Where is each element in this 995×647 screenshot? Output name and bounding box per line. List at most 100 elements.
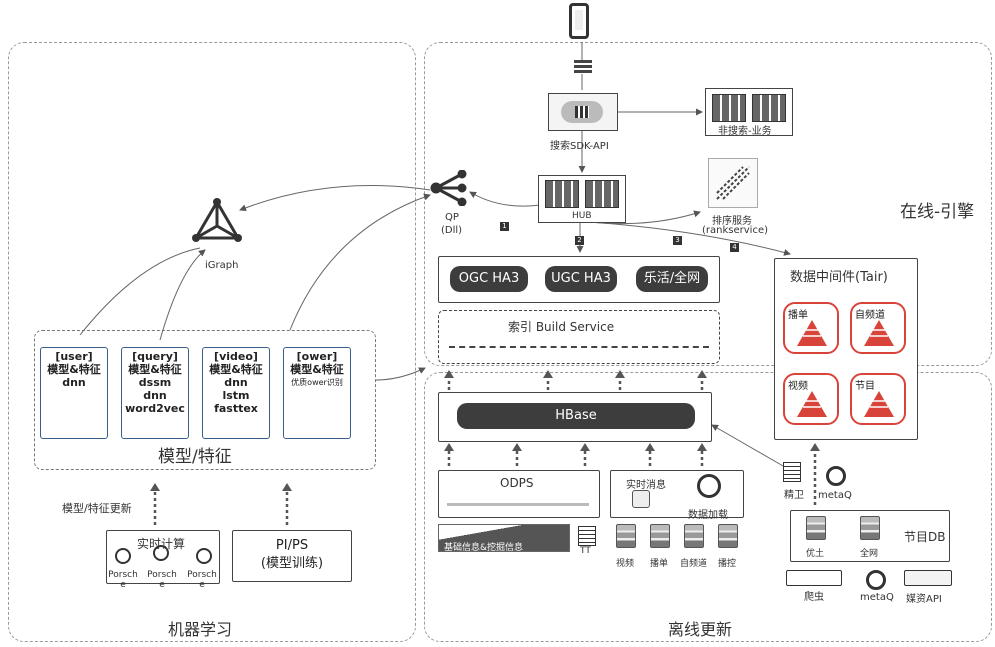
model-ower: [ower] 模型&特征 优质ower识别 [283,347,351,439]
metaq-label: metaQ [818,490,852,501]
engine-group [438,256,720,303]
jingwei-label: 精卫 [784,490,804,501]
rank-service-sub-label: (rankservice) [702,225,768,236]
engine-ogc-ha3: OGC HA3 [450,266,528,292]
model-video: [video] 模型&特征 dnn lstm fasttex [202,347,270,439]
tt-label: TT [580,546,591,556]
tt-doc-icon [578,526,596,546]
online-region-title: 在线-引擎 [900,202,975,222]
model-query: [query] 模型&特征 dssm dnn word2vec [121,347,189,439]
pyramid-icon [864,391,894,417]
tair-item-bodan: 播单 [783,302,839,354]
crawler-server-icon [786,570,842,586]
source-label: 自频道 [680,559,708,569]
phone-icon [569,3,589,39]
model-line: word2vec [125,402,185,415]
step-marker: 1 [500,222,509,231]
porsche-icon [115,548,131,564]
porsche-icon [196,548,212,564]
machine-learning-region [8,42,416,642]
program-db-icon [860,516,880,540]
model-update-label: 模型/特征更新 [62,502,132,515]
model-line: 模型&特征 [290,363,344,376]
step-marker: 2 [575,236,584,245]
qp-label: QP [445,212,459,223]
crawler-label: 爬虫 [804,592,824,603]
program-db-icon [806,516,826,540]
pyramid-icon [797,320,827,346]
offline-update-region [424,372,992,642]
sdk-api-label: 搜索SDK-API [550,141,609,152]
program-db-title: 节目DB [904,530,946,544]
source-db-icon [650,524,670,548]
program-db-box [790,510,950,562]
metaq-bottom-label: metaQ [860,592,894,603]
tair-item-jiemu: 节目 [850,373,906,425]
server-grid-icon [575,106,589,118]
model-line: fasttex [214,402,258,415]
broadcast-icon [632,490,650,508]
pips-box: PI/PS (模型训练) [232,530,352,582]
source-db-icon [616,524,636,548]
tair-item-label: 自频道 [855,310,885,321]
pyramid-icon [797,391,827,417]
realtime-calc-title: 实时计算 [137,537,186,551]
server-grid-icon [545,180,579,208]
basic-info-label: 基础信息&挖掘信息 [444,543,524,553]
server-grid-icon [712,94,746,122]
hbase-box [438,392,712,442]
media-api-label: 媒资API [906,594,942,605]
tair-item-label: 视频 [788,381,808,392]
model-line: 模型&特征 [47,363,101,376]
porsche-label: Porsch e [187,570,217,590]
program-db-item: 优土 [806,549,825,559]
server-grid-icon [752,94,786,122]
model-user: [user] 模型&特征 dnn [40,347,108,439]
firewall-icon [574,60,592,74]
model-line: dssm [138,376,172,389]
qp-sub-label: (Dll) [441,225,463,236]
tair-item-label: 播单 [788,310,808,321]
tair-item-shipin: 视频 [783,373,839,425]
index-build-label: 索引 Build Service [508,320,615,334]
model-line: dnn [62,376,86,389]
source-label: 播单 [650,559,669,569]
model-line: 模型&特征 [128,363,182,376]
non-search-box [705,88,793,136]
engine-lehuo-quanwang: 乐活/全网 [636,266,708,292]
basic-info-bar [438,524,570,552]
model-group-title: 模型/特征 [158,447,232,467]
server-grid-icon [585,180,619,208]
source-db-icon [684,524,704,548]
jingwei-doc-icon [783,462,801,482]
model-head: [query] [132,350,178,363]
model-line: 优质ower识别 [291,378,343,387]
engine-ugc-ha3: UGC HA3 [545,266,617,292]
hub-box [538,175,626,223]
program-db-item: 全网 [860,549,879,559]
odps-label: ODPS [500,476,534,490]
igraph-label: iGraph [205,260,239,271]
pips-line1: PI/PS [275,538,309,553]
odps-box [438,470,600,518]
model-head: [user] [55,350,93,363]
metaq-icon [866,570,886,590]
realtime-msg-label: 实时消息 [626,480,666,491]
tair-item-label: 节目 [855,381,875,392]
model-head: [video] [214,350,258,363]
rank-service-label: 排序服务 [712,216,752,227]
hbase-pill: HBase [457,403,695,429]
igraph-icon [192,198,242,242]
model-line: dnn [143,389,167,402]
step-marker: 4 [730,243,739,252]
source-label: 播控 [718,559,737,569]
porsche-label: Porsch e [147,570,177,590]
sdk-api-box [548,93,618,131]
source-label: 视频 [616,559,635,569]
realtime-msg-box [610,470,744,518]
model-feature-group [34,330,376,470]
non-search-label: 非搜索-业务 [718,126,772,137]
tair-title: 数据中间件(Tair) [790,270,888,285]
porsche-label: Porsch e [108,570,138,590]
